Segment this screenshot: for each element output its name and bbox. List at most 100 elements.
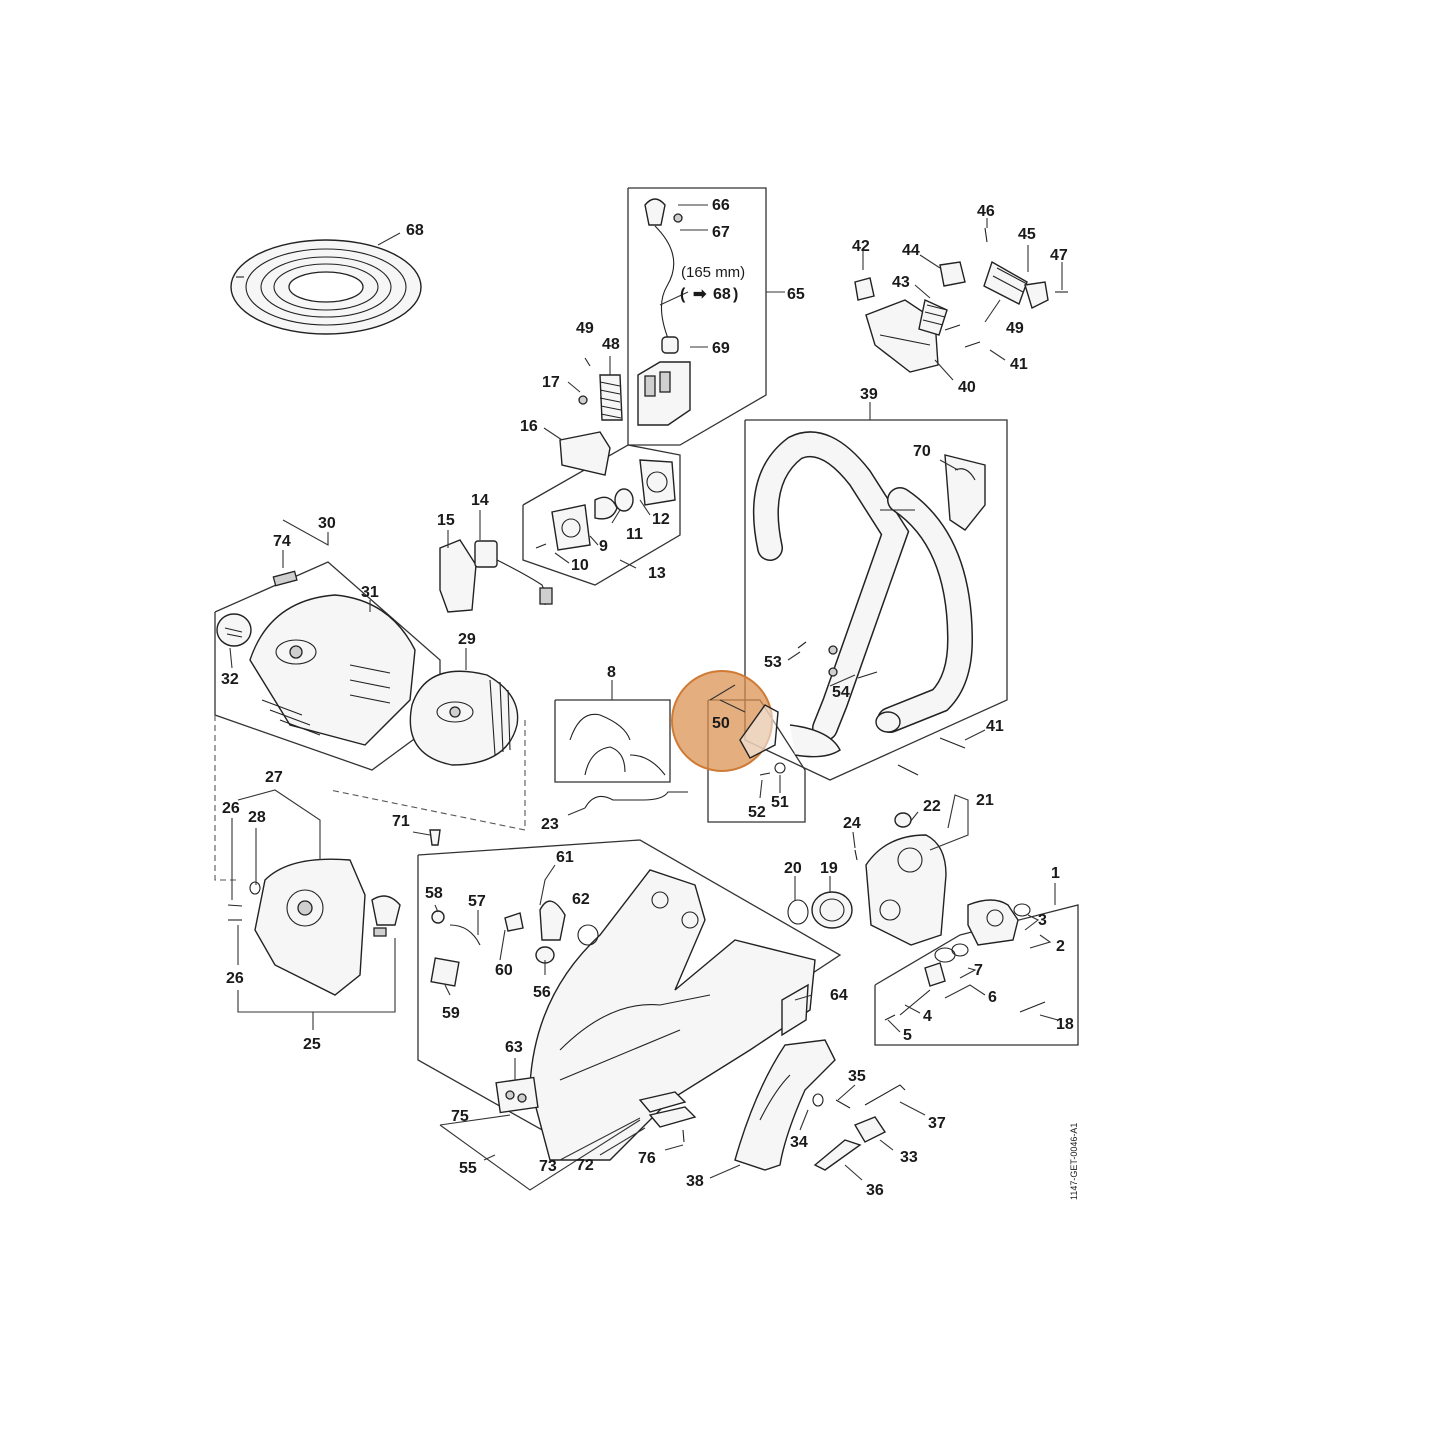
callout-59: 59 — [442, 1005, 460, 1022]
callout-18: 18 — [1056, 1016, 1074, 1033]
callout-9: 9 — [599, 538, 608, 555]
callout-28: 28 — [248, 809, 266, 826]
callout-44: 44 — [902, 242, 920, 259]
callout-17: 17 — [542, 374, 560, 391]
callout-48: 48 — [602, 336, 620, 353]
callout-47: 47 — [1050, 247, 1068, 264]
callout-58: 58 — [425, 885, 443, 902]
part-40-mount — [854, 227, 1068, 373]
callout-40: 40 — [958, 379, 976, 396]
part-23-hose — [584, 791, 688, 809]
part-31-shroud — [216, 570, 416, 746]
callout-26-top: 26 — [222, 800, 240, 817]
callout-67: 67 — [712, 224, 730, 241]
callout-26-bottom: 26 — [226, 970, 244, 987]
callout-52: 52 — [748, 804, 766, 821]
callout-51: 51 — [771, 794, 789, 811]
callout-61: 61 — [556, 849, 574, 866]
callout-1: 1 — [1051, 865, 1060, 882]
leader-lines — [229, 204, 1063, 1191]
part-13-carb-group — [535, 459, 676, 551]
callout-46: 46 — [977, 203, 995, 220]
callout-60: 60 — [495, 962, 513, 979]
callout-8: 8 — [607, 664, 616, 681]
callout-35: 35 — [848, 1068, 866, 1085]
callout-41-top: 41 — [1010, 356, 1028, 373]
part-48-spring — [559, 357, 623, 476]
part-8-hoses — [569, 713, 666, 776]
part-14-15-switch — [439, 539, 553, 613]
callout-25: 25 — [303, 1036, 321, 1053]
callout-39: 39 — [860, 386, 878, 403]
callout-68: 68 — [406, 222, 424, 239]
part-25-fan-housing — [227, 858, 401, 996]
wire-ref-close: ) — [733, 286, 738, 303]
callout-22: 22 — [923, 798, 941, 815]
callout-13: 13 — [648, 565, 666, 582]
parts-56-62 — [430, 900, 599, 987]
callout-72: 72 — [576, 1157, 594, 1174]
callout-64: 64 — [830, 987, 848, 1004]
callout-30: 30 — [318, 515, 336, 532]
callout-63: 63 — [505, 1039, 523, 1056]
callout-53: 53 — [764, 654, 782, 671]
highlight-50[interactable] — [671, 670, 779, 772]
callout-23: 23 — [541, 816, 559, 833]
wire-ref-open: ( — [680, 286, 686, 303]
callout-55: 55 — [459, 1160, 477, 1177]
callout-34: 34 — [790, 1134, 808, 1151]
part-68-ring — [230, 239, 422, 335]
callout-4: 4 — [923, 1008, 932, 1025]
callout-62: 62 — [572, 891, 590, 908]
callout-10: 10 — [571, 557, 589, 574]
callout-16: 16 — [520, 418, 538, 435]
callout-2: 2 — [1056, 938, 1065, 955]
callout-42: 42 — [852, 238, 870, 255]
callout-24: 24 — [843, 815, 861, 832]
part-38-rear-handle — [734, 1039, 906, 1171]
callout-73: 73 — [539, 1158, 557, 1175]
part-29-air-filter — [409, 670, 519, 766]
callout-71: 71 — [392, 813, 410, 830]
part-65-ignition-module — [637, 198, 691, 426]
callout-54: 54 — [832, 684, 850, 701]
callout-20: 20 — [784, 860, 802, 877]
callout-19: 19 — [820, 860, 838, 877]
diagram-code: 1147-GET-0046-A1 — [1069, 1123, 1079, 1200]
part-1-7-throttle — [884, 899, 1046, 1021]
callout-49-left: 49 — [576, 320, 594, 337]
callout-50: 50 — [712, 715, 730, 732]
part-71-plug — [429, 829, 441, 846]
callout-11: 11 — [626, 526, 643, 543]
callout-74: 74 — [273, 533, 291, 550]
wire-ref-arrow-icon: ➡ — [693, 286, 707, 303]
callout-33: 33 — [900, 1149, 918, 1166]
parts-51-54-screws — [759, 737, 966, 776]
part-21-22-carburetor — [787, 812, 947, 946]
part-39-handlebar — [752, 431, 986, 758]
callout-36: 36 — [866, 1182, 884, 1199]
callout-41-mid: 41 — [986, 718, 1004, 735]
callout-6: 6 — [988, 989, 997, 1006]
wire-ref-target: 68 — [713, 286, 731, 303]
callout-66: 66 — [712, 197, 730, 214]
part-75-crankcase — [495, 869, 816, 1161]
callout-69: 69 — [712, 340, 730, 357]
callout-75: 75 — [451, 1108, 469, 1125]
callout-43: 43 — [892, 274, 910, 291]
part-64-cover — [781, 983, 809, 1037]
wire-length-note: (165 mm) — [681, 264, 745, 281]
callout-3: 3 — [1038, 912, 1047, 929]
callout-14: 14 — [471, 492, 489, 509]
callout-57: 57 — [468, 893, 486, 910]
callout-45: 45 — [1018, 226, 1036, 243]
callout-15: 15 — [437, 512, 455, 529]
callout-65: 65 — [787, 286, 805, 303]
callout-7: 7 — [974, 962, 983, 979]
callout-70: 70 — [913, 443, 931, 460]
callout-29: 29 — [458, 631, 476, 648]
callout-37: 37 — [928, 1115, 946, 1132]
callout-32: 32 — [221, 671, 239, 688]
callout-12: 12 — [652, 511, 670, 528]
